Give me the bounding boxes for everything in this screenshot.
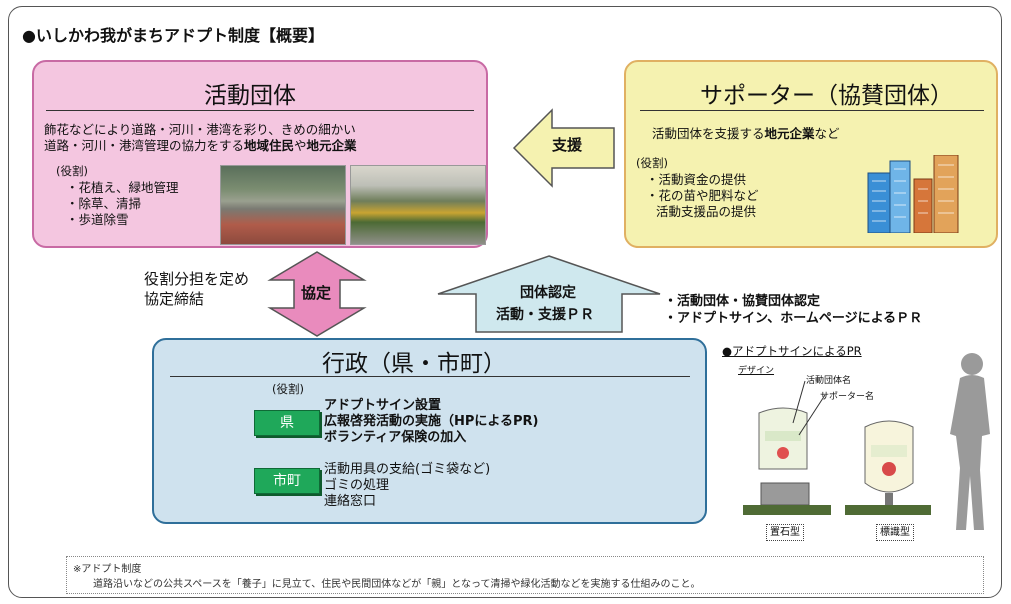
agreement-arrow-icon	[267, 251, 367, 337]
activity-role-1: ・花植え、緑地管理	[66, 180, 179, 195]
supporter-role-2: ・花の苗や肥料など	[646, 188, 759, 203]
agreement-note-1: 役割分担を定め	[144, 270, 250, 288]
city-role-3: 連絡窓口	[324, 494, 377, 509]
diagram-frame	[8, 6, 1002, 598]
certification-arrow-icon	[437, 255, 661, 333]
government-title-underline	[170, 376, 690, 377]
footnote-body: 道路沿いなどの公共スペースを「養子」に見立て、住民や民間団体などが「親」となって…	[93, 579, 701, 590]
support-label: 支援	[552, 136, 583, 154]
sign-type-standing: 標識型	[876, 524, 914, 541]
gov-role-label: (役割)	[272, 382, 304, 396]
activity-title: 活動団体	[204, 83, 296, 109]
supporter-title: サポーター（協賛団体）	[700, 83, 953, 109]
page-title: ●いしかわ我がまちアドプト制度【概要】	[22, 26, 324, 45]
pref-role-2: 広報啓発活動の実施（HPによるPR)	[324, 414, 539, 429]
activity-desc-line1: 飾花などにより道路・河川・港湾を彩り、きめの細かい	[44, 122, 356, 137]
supporter-role-1: ・活動資金の提供	[646, 172, 747, 187]
adopt-sign-illustration	[743, 380, 931, 515]
sign-pr-heading: ●アドプトサインによるPR	[722, 344, 862, 358]
activity-role-label: (役割)	[56, 164, 88, 178]
sign-type-stone: 置石型	[766, 524, 804, 541]
activity-title-underline	[46, 110, 474, 111]
activity-photo-planting	[220, 165, 346, 245]
activity-role-2: ・除草、清掃	[66, 196, 142, 211]
support-arrow-icon	[512, 108, 615, 188]
sign-design-label: デザイン	[738, 366, 775, 376]
footnote-title: ※アドプト制度	[73, 564, 142, 575]
government-title: 行政（県・市町）	[322, 351, 506, 377]
cert-note-1: ・活動団体・協賛団体認定	[664, 294, 821, 309]
prefecture-badge: 県	[254, 410, 320, 436]
activity-desc-prefix: 道路・河川・港湾管理の協力をする	[44, 138, 245, 153]
agreement-note-2: 協定締結	[144, 290, 205, 308]
supporter-desc: 活動団体を支援する地元企業など	[652, 126, 840, 141]
cert-note-2: ・アドプトサイン、ホームページによるＰＲ	[664, 311, 923, 326]
supporter-desc-companies: 地元企業	[764, 126, 815, 141]
pref-role-3: ボランティア保険の加入	[324, 430, 467, 445]
city-role-1: 活動用具の支給(ゴミ袋など)	[324, 462, 491, 477]
activity-role-3: ・歩道除雪	[66, 212, 129, 227]
supporter-desc-prefix: 活動団体を支援する	[652, 126, 765, 141]
sign-group-name-label: 活動団体名	[806, 376, 852, 386]
activity-photo-flowerbed	[350, 165, 486, 245]
government-box	[152, 338, 707, 524]
footnote-box: ※アドプト制度 道路沿いなどの公共スペースを「養子」に見立て、住民や民間団体など…	[66, 556, 984, 594]
supporter-desc-suffix: など	[814, 126, 840, 141]
activity-desc-residents: 地域住民	[244, 138, 295, 153]
sign-supporter-name-label: サポーター名	[820, 392, 875, 402]
supporter-role-3: 活動支援品の提供	[656, 204, 757, 219]
office-buildings-icon	[867, 155, 959, 233]
supporter-title-underline	[640, 110, 984, 111]
supporter-role-label: (役割)	[636, 156, 668, 170]
municipality-badge: 市町	[254, 468, 320, 494]
cert-label-1: 団体認定	[520, 285, 576, 301]
activity-desc-line2: 道路・河川・港湾管理の協力をする地域住民や地元企業	[44, 138, 357, 153]
activity-desc-companies: 地元企業	[306, 138, 357, 153]
cert-label-2: 活動・支援ＰＲ	[496, 307, 594, 323]
city-role-2: ゴミの処理	[324, 478, 390, 493]
activity-desc-mid: や	[294, 138, 307, 153]
agreement-label: 協定	[301, 284, 332, 302]
person-silhouette	[950, 353, 990, 530]
pref-role-1: アドプトサイン設置	[324, 398, 442, 413]
